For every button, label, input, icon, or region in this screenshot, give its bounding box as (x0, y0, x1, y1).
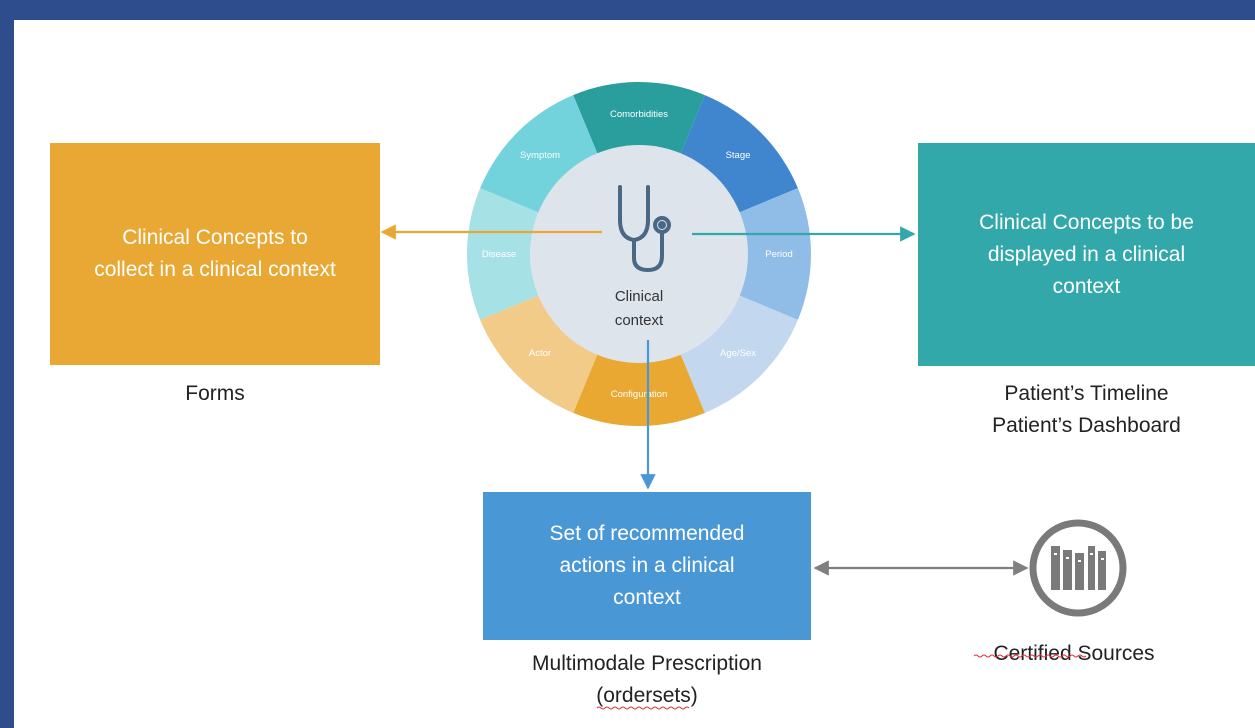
wheel-segment-label: Age/Sex (720, 348, 756, 359)
library-books-icon (1029, 519, 1127, 617)
wheel-segment-actor (480, 292, 601, 413)
recommended-actions-box: Set of recommended actions in a clinical… (483, 492, 811, 640)
wheel-center-circle (530, 145, 748, 363)
wheel-segment-label: Stage (726, 150, 751, 161)
wheel-segment-label: Symptom (520, 150, 560, 161)
forms-caption: Forms (185, 382, 245, 405)
wheel-segment-label: Configuration (611, 389, 668, 400)
wheel-segment-label: Disease (482, 249, 516, 260)
wheel-segment-configuration (573, 346, 705, 426)
wheel-segment-label: Actor (529, 348, 551, 359)
certified-sources-caption: Certified Sources (993, 642, 1155, 665)
timeline-dashboard-caption: Patient’s Timeline Patient’s Dashboard (992, 382, 1181, 437)
wheel-center-label-line2: context (615, 312, 664, 329)
wheel-segment-period (731, 188, 811, 320)
wheel-center-label-line1: Clinical (615, 288, 663, 305)
wheel-segment-label: Period (765, 249, 792, 260)
wheel-segment-symptom (480, 95, 601, 216)
display-concepts-box: Clinical Concepts to be displayed in a c… (918, 143, 1255, 366)
wheel-segment-disease (467, 188, 547, 320)
clinical-context-wheel: ComorbiditiesStagePeriodAge/SexConfigura… (467, 82, 811, 426)
stethoscope-icon (618, 185, 671, 273)
wheel-segment-label: Comorbidities (610, 109, 668, 120)
forms-concepts-box: Clinical Concepts to collect in a clinic… (50, 143, 380, 365)
diagram-graphics: ComorbiditiesStagePeriodAge/SexConfigura… (380, 82, 1127, 710)
spellcheck-underline (596, 706, 690, 710)
diagram-canvas: Clinical Concepts to collect in a clinic… (14, 20, 1255, 728)
wheel-segment-age-sex (677, 292, 798, 413)
wheel-segment-stage (677, 95, 798, 216)
wheel-segment-comorbidities (573, 82, 705, 162)
prescription-caption: Multimodale Prescription (ordersets) (532, 652, 762, 707)
spellcheck-underline (973, 654, 1087, 658)
